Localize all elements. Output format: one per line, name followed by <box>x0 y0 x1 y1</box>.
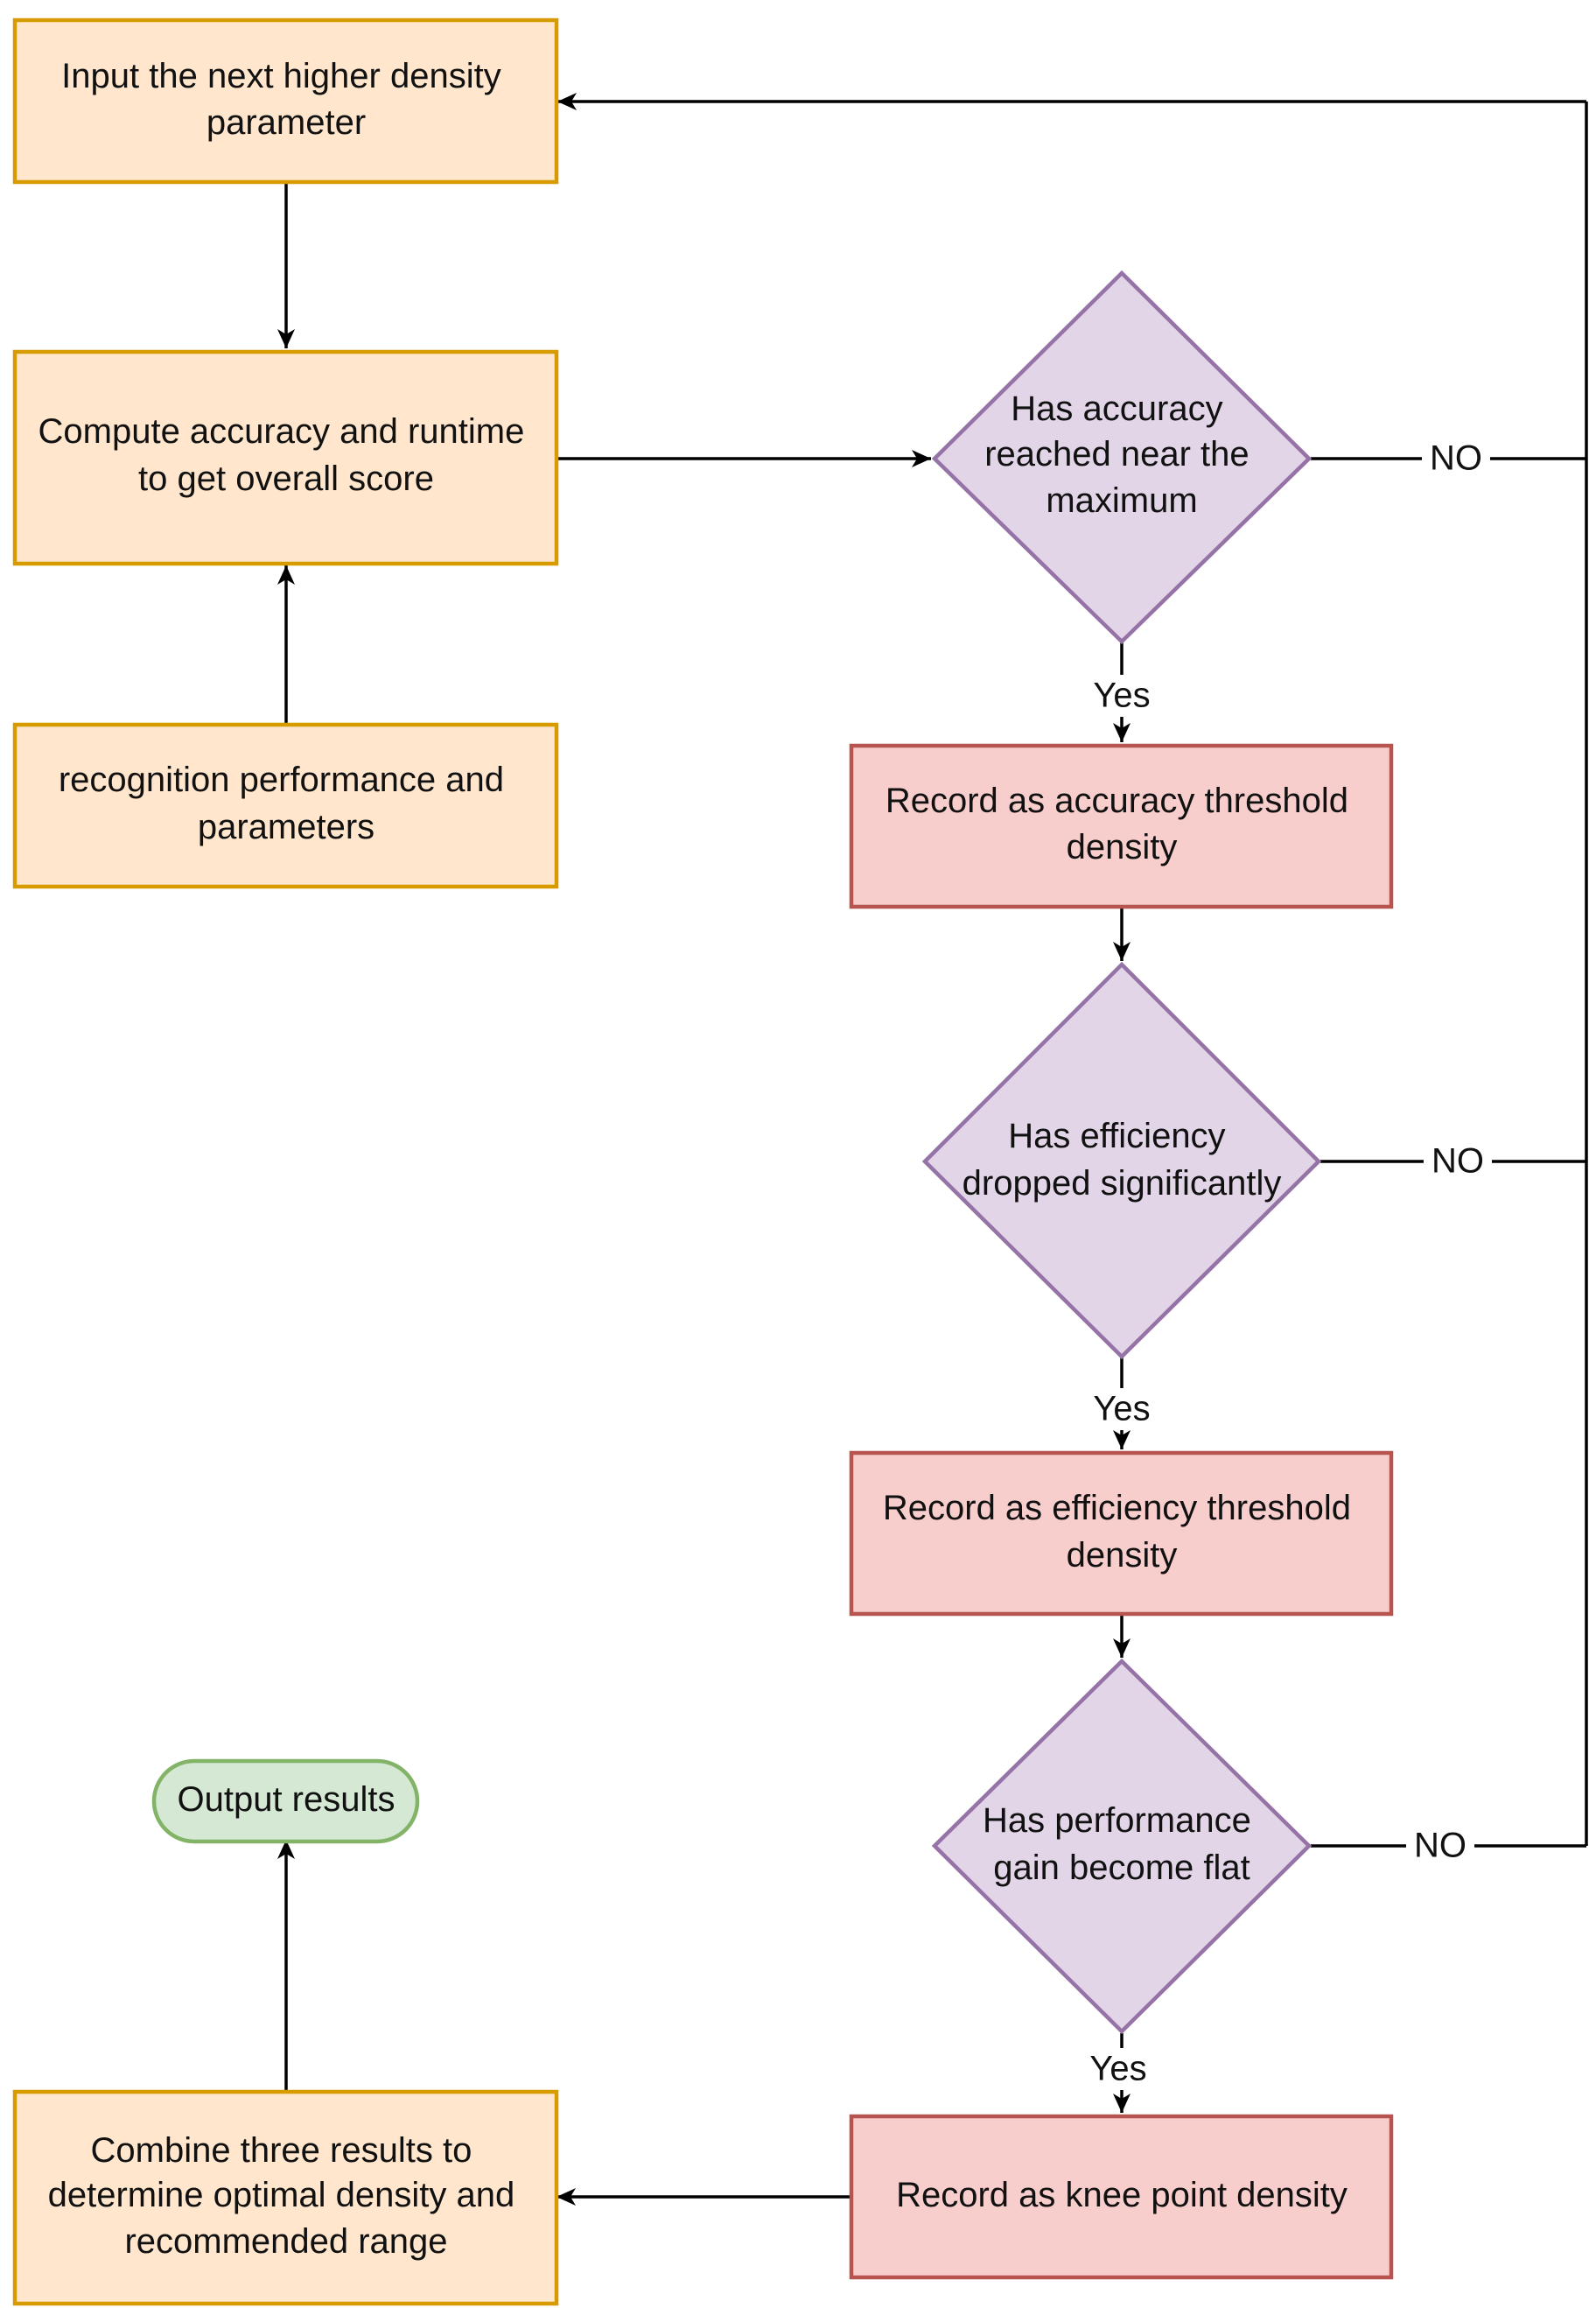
node-record-efficiency: Record as efficiency threshold density <box>849 1450 1394 1617</box>
node-decision-accuracy: Has accuracy reached near the maximum <box>931 270 1312 645</box>
node-input-next: Input the next higher density parameter <box>12 18 559 185</box>
node-recognition: recognition performance and parameters <box>12 722 559 889</box>
node-decision-gain: Has performance gain become flat <box>931 1658 1312 2035</box>
node-input-next-label: Input the next higher density parameter <box>61 57 511 142</box>
node-decision-accuracy-shape <box>931 270 1312 645</box>
node-record-accuracy-shape <box>849 743 1394 909</box>
node-output-shape <box>151 1758 420 1844</box>
node-record-knee-label: Record as knee point density <box>896 2176 1348 2214</box>
node-output: Output results <box>151 1758 420 1844</box>
node-decision-efficiency-label: Has efficiency dropped significantly <box>962 1117 1282 1203</box>
node-record-efficiency-shape <box>849 1450 1394 1617</box>
no-label-accuracy: NO <box>1430 439 1482 478</box>
node-record-knee: Record as knee point density <box>849 2114 1394 2280</box>
node-compute-shape <box>12 349 559 566</box>
node-output-label: Output results <box>177 1780 395 1819</box>
node-decision-accuracy-label: Has accuracy reached near the maximum <box>984 389 1259 520</box>
node-decision-efficiency-shape <box>921 961 1322 1360</box>
node-recognition-label: recognition performance and parameters <box>59 761 514 846</box>
node-input-next-shape <box>12 18 559 185</box>
node-decision-gain-label: Has performance gain become flat <box>983 1801 1261 1887</box>
node-decision-efficiency: Has efficiency dropped significantly <box>921 961 1322 1360</box>
node-record-knee-shape <box>849 2114 1394 2280</box>
yes-label-efficiency: Yes <box>1093 1390 1150 1428</box>
node-combine-label: Combine three results to determine optim… <box>48 2131 525 2261</box>
node-decision-gain-shape <box>931 1658 1312 2035</box>
no-label-efficiency: NO <box>1432 1142 1484 1181</box>
no-label-gain: NO <box>1414 1827 1466 1865</box>
yes-label-gain: Yes <box>1089 2050 1146 2088</box>
node-record-accuracy-label: Record as accuracy threshold density <box>886 782 1358 866</box>
node-record-accuracy: Record as accuracy threshold density <box>849 743 1394 909</box>
node-record-efficiency-label: Record as efficiency threshold density <box>883 1489 1361 1575</box>
yes-label-accuracy: Yes <box>1093 677 1150 715</box>
node-compute-label: Compute accuracy and runtime to get over… <box>38 412 535 498</box>
node-compute: Compute accuracy and runtime to get over… <box>12 349 559 566</box>
node-combine-shape <box>12 2089 559 2306</box>
node-combine: Combine three results to determine optim… <box>12 2089 559 2306</box>
edge-labels: NO NO NO Yes Yes Yes <box>1082 438 1492 2090</box>
node-recognition-shape <box>12 722 559 889</box>
